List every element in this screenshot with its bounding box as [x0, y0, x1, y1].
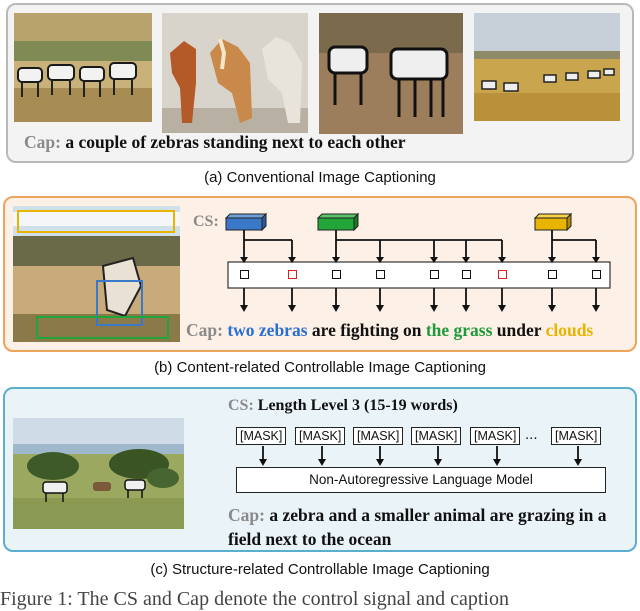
- photo-zebras-close: [319, 13, 463, 134]
- mask-token: [MASK]: [551, 427, 601, 445]
- token: [332, 270, 341, 279]
- section-caption-a: (a) Conventional Image Captioning: [0, 169, 640, 186]
- token-unmatched: [288, 270, 297, 279]
- mask-token: [MASK]: [411, 427, 461, 445]
- cs-length-level: Length Level 3 (15-19 words): [258, 397, 458, 414]
- photo-zebras-herd: [14, 13, 152, 122]
- section-caption-b: (b) Content-related Controllable Image C…: [0, 359, 640, 376]
- cap-text-line1: a zebra and a smaller animal are grazing…: [269, 505, 606, 525]
- token: [462, 270, 471, 279]
- model-box: Non-Autoregressive Language Model: [236, 467, 606, 493]
- caption-c-line1: Cap: a zebra and a smaller animal are gr…: [228, 503, 628, 527]
- cap-word-under: under: [492, 320, 545, 340]
- cap-word-fighting: are fighting on: [308, 320, 426, 340]
- mask-token: [MASK]: [470, 427, 520, 445]
- cap-word-clouds: clouds: [546, 320, 594, 340]
- caption-a: Cap: a couple of zebras standing next to…: [24, 132, 406, 153]
- photo-zebra-ocean: [13, 418, 184, 529]
- mask-token: [MASK]: [295, 427, 345, 445]
- token: [430, 270, 439, 279]
- cap-label: Cap:: [186, 320, 223, 340]
- token: [548, 270, 557, 279]
- mask-token: [MASK]: [353, 427, 403, 445]
- token: [240, 270, 249, 279]
- photo-horses: [162, 13, 308, 133]
- cap-word-two-zebras: two zebras: [227, 320, 307, 340]
- token-unmatched: [498, 270, 507, 279]
- token: [376, 270, 385, 279]
- caption-c: Cap: a zebra and a smaller animal are gr…: [228, 503, 628, 551]
- bbox-clouds: [17, 210, 175, 233]
- bbox-grass: [36, 316, 169, 339]
- photo-savanna: [474, 13, 620, 121]
- model-label: Non-Autoregressive Language Model: [309, 472, 533, 487]
- cs-label-b: CS:: [193, 213, 219, 231]
- cap-label: Cap:: [228, 505, 265, 525]
- caption-b: Cap: two zebras are fighting on the gras…: [186, 320, 593, 341]
- cap-text-line2: field next to the ocean: [228, 527, 628, 551]
- cap-text: a couple of zebras standing next to each…: [65, 132, 405, 152]
- mask-ellipsis: ...: [525, 426, 538, 443]
- mask-token: [MASK]: [236, 427, 286, 445]
- section-caption-c: (c) Structure-related Controllable Image…: [0, 561, 640, 578]
- cap-label: Cap:: [24, 132, 61, 152]
- cs-row-c: CS: Length Level 3 (15-19 words): [228, 397, 458, 415]
- cap-word-grass: the grass: [426, 320, 493, 340]
- token: [592, 270, 601, 279]
- cs-label: CS:: [228, 397, 254, 414]
- figure-caption-partial: Figure 1: The CS and Cap denote the cont…: [0, 588, 509, 611]
